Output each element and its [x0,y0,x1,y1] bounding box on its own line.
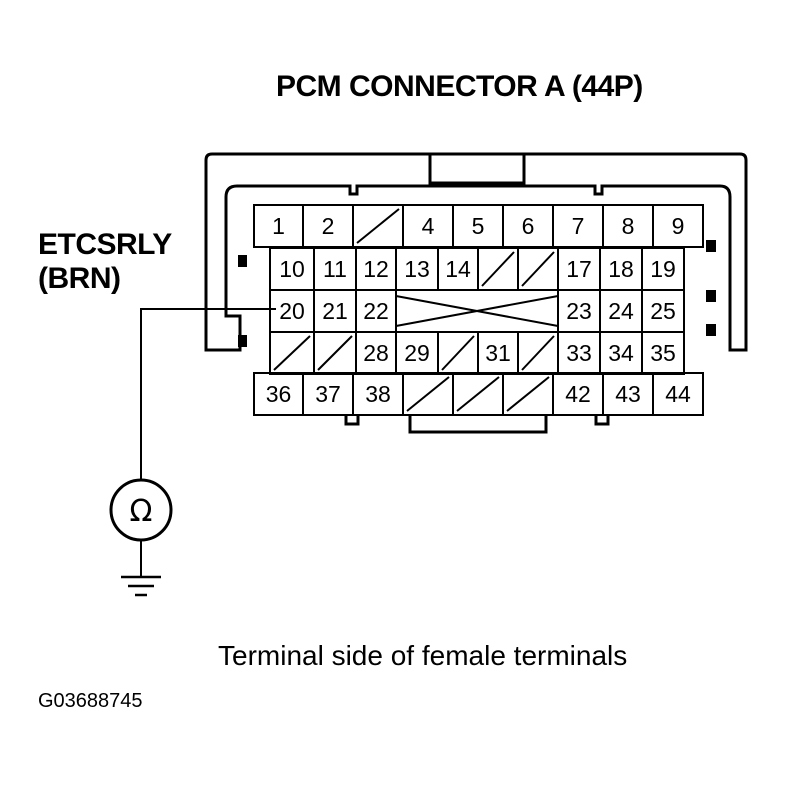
terminal-number: 4 [422,213,435,239]
terminal-number: 11 [323,256,347,282]
test-wire [140,308,276,480]
terminal-number: 33 [566,340,592,366]
ohmmeter-symbol: Ω [130,494,153,529]
unused-cavity-slash [441,335,475,371]
unused-cavity-slash [506,376,550,412]
caption: Terminal side of female terminals [218,640,628,671]
unused-cavity-slash [481,251,515,287]
terminal-number: 12 [363,256,389,282]
wire-color-label: (BRN) [38,262,121,295]
terminal-number: 18 [608,256,634,282]
unused-cavity-slash [356,208,400,244]
terminal-number: 22 [363,298,389,324]
terminal-number: 38 [365,381,391,407]
terminal-number: 20 [279,298,305,324]
terminal-number: 36 [266,381,292,407]
terminal-number: 34 [608,340,634,366]
terminal-cell-44 [652,372,704,416]
terminal-number: 6 [522,213,535,239]
terminal-number: 23 [566,298,592,324]
terminal-number: 42 [565,381,591,407]
page-title: PCM CONNECTOR A (44P) [276,70,643,103]
terminal-number: 1 [272,213,285,239]
unused-cavity-slash [317,335,353,371]
terminal-number: 5 [472,213,485,239]
terminal-number: 2 [322,213,335,239]
blocked-area-cross [395,295,559,327]
terminal-number: 9 [672,213,685,239]
ground-icon [121,575,161,597]
terminal-number: 13 [404,256,430,282]
terminal-number: 35 [650,340,676,366]
unused-cavity-slash [406,376,450,412]
terminal-number: 24 [608,298,634,324]
terminal-number: 25 [650,298,676,324]
unused-cavity-slash [273,335,311,371]
terminal-number: 31 [485,340,511,366]
terminal-number: 8 [622,213,635,239]
terminal-number: 10 [279,256,305,282]
terminal-number: 7 [572,213,585,239]
terminal-number: 21 [322,298,348,324]
terminal-number: 43 [615,381,641,407]
terminal-number: 14 [445,256,471,282]
terminal-number: 37 [315,381,341,407]
terminal-number: 29 [404,340,430,366]
terminal-number: 19 [650,256,676,282]
terminal-number: 44 [665,381,691,407]
unused-cavity-slash [521,251,555,287]
terminal-number: 28 [363,340,389,366]
figure-id: G03688745 [38,690,143,712]
terminal-number: 17 [566,256,592,282]
unused-cavity-slash [456,376,500,412]
unused-cavity-slash [521,335,555,371]
signal-name-label: ETCSRLY [38,228,172,261]
